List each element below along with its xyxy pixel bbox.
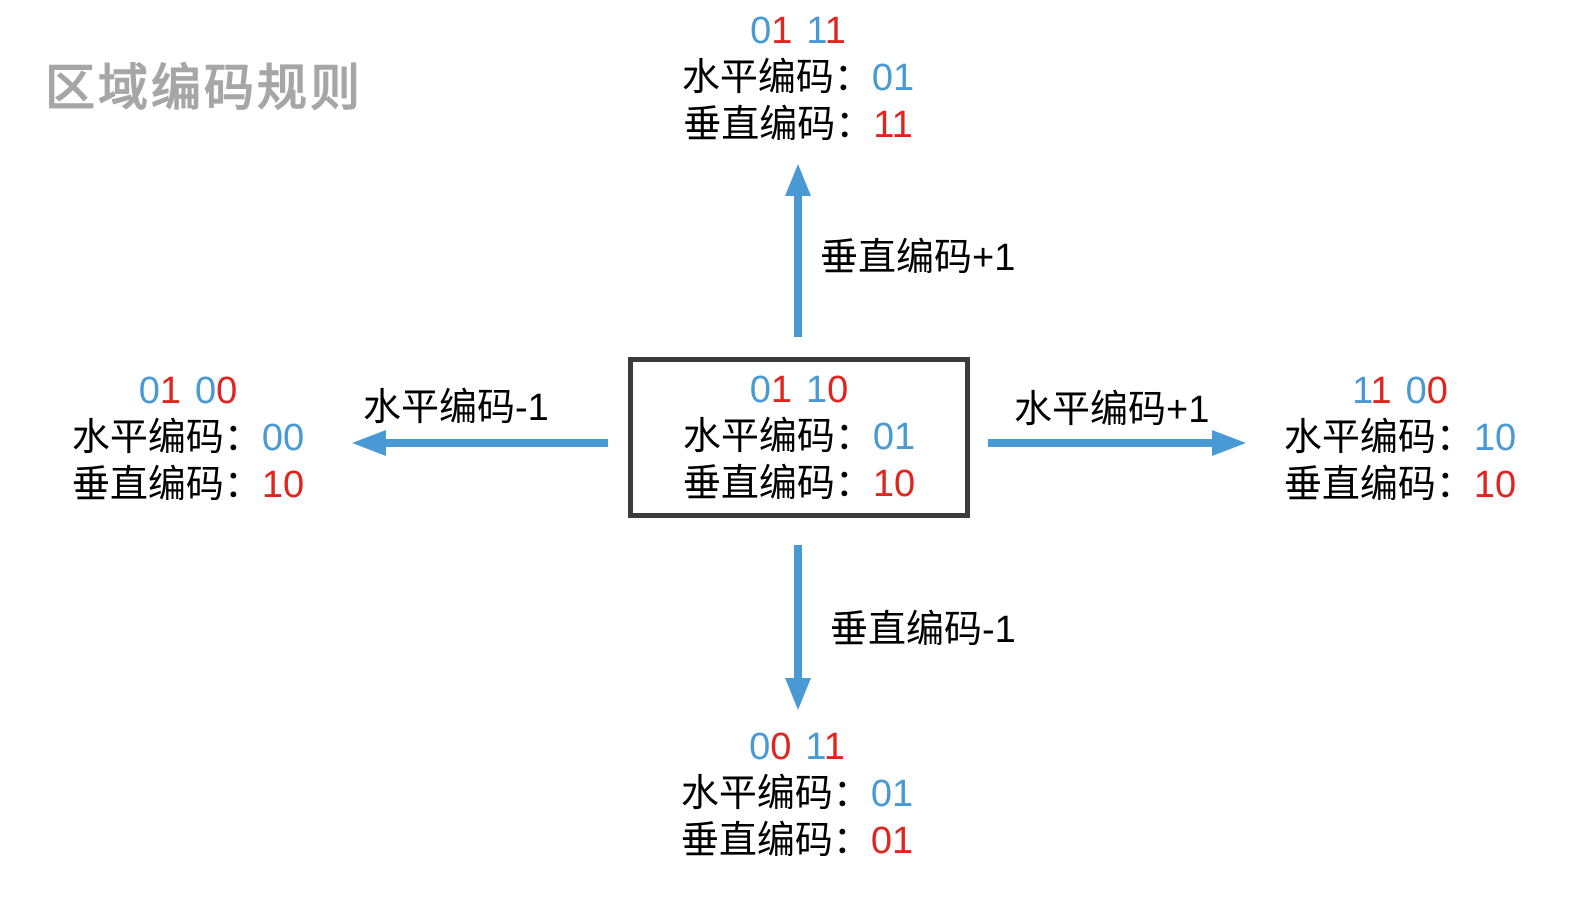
vertical-code-line: 垂直编码：10 — [683, 461, 915, 508]
vertical-code-value: 10 — [1473, 464, 1517, 506]
code-digit: 1 — [1352, 370, 1371, 412]
vertical-code-value: 01 — [870, 820, 914, 862]
vertical-code-line: 垂直编码：10 — [1284, 462, 1516, 509]
code-digit: 1 — [770, 369, 792, 411]
code-digit: 0 — [749, 726, 771, 768]
right-arrow — [988, 430, 1246, 456]
vertical-code-label: 垂直编码： — [682, 463, 873, 505]
code-digit: 0 — [194, 370, 217, 412]
horizontal-code-value: 01 — [872, 416, 916, 458]
code-digit: 0 — [827, 369, 849, 411]
code-digit: 1 — [824, 10, 846, 52]
code-digit: 1 — [805, 369, 828, 411]
code-digit: 1 — [805, 726, 824, 768]
left-arrow-label: 水平编码-1 — [363, 387, 549, 429]
code-digit: 0 — [138, 370, 160, 412]
horizontal-code-value: 01 — [871, 57, 915, 99]
vertical-code-line: 垂直编码：10 — [72, 462, 304, 509]
horizontal-code-label: 水平编码： — [1283, 417, 1474, 459]
code-digit: 1 — [823, 726, 845, 768]
horizontal-code-label: 水平编码： — [71, 417, 262, 459]
up-arrow-label: 垂直编码+1 — [820, 237, 1016, 279]
down-arrow — [785, 545, 811, 710]
vertical-code-line: 垂直编码：01 — [681, 818, 913, 865]
code-digit: 0 — [1426, 370, 1448, 412]
horizontal-code-line: 水平编码：01 — [681, 771, 913, 818]
code-digit: 1 — [806, 10, 825, 52]
vertical-code-value: 11 — [873, 104, 913, 146]
code-digit: 0 — [750, 10, 772, 52]
page-title: 区域编码规则 — [45, 60, 363, 116]
horizontal-code-value: 01 — [870, 773, 914, 815]
horizontal-code-line: 水平编码：01 — [682, 55, 914, 102]
right-arrow-label: 水平编码+1 — [1014, 389, 1210, 431]
vertical-code-value: 10 — [261, 464, 305, 506]
horizontal-code-label: 水平编码： — [680, 773, 871, 815]
vertical-code-line: 垂直编码：11 — [682, 102, 914, 149]
horizontal-code-label: 水平编码： — [682, 416, 873, 458]
code-digit: 0 — [1405, 370, 1427, 412]
code-digit: 0 — [749, 369, 771, 411]
vertical-code-label: 垂直编码： — [1283, 464, 1474, 506]
left-arrow — [352, 430, 608, 456]
horizontal-code-label: 水平编码： — [681, 57, 872, 99]
horizontal-code-value: 10 — [1473, 417, 1517, 459]
code-digit: 0 — [770, 726, 792, 768]
down-arrow-label: 垂直编码-1 — [830, 609, 1016, 651]
code-digit: 1 — [771, 10, 793, 52]
horizontal-code-line: 水平编码：10 — [1284, 415, 1516, 462]
horizontal-code-value: 00 — [261, 417, 305, 459]
horizontal-code-line: 水平编码：00 — [72, 415, 304, 462]
up-arrow — [785, 164, 811, 337]
code-digit: 0 — [216, 370, 238, 412]
horizontal-code-line: 水平编码：01 — [683, 414, 915, 461]
code-digit: 1 — [1370, 370, 1392, 412]
code-digit: 1 — [159, 370, 181, 412]
vertical-code-label: 垂直编码： — [680, 820, 871, 862]
vertical-code-label: 垂直编码： — [71, 464, 262, 506]
vertical-code-value: 10 — [872, 463, 916, 505]
vertical-code-label: 垂直编码： — [683, 104, 874, 146]
